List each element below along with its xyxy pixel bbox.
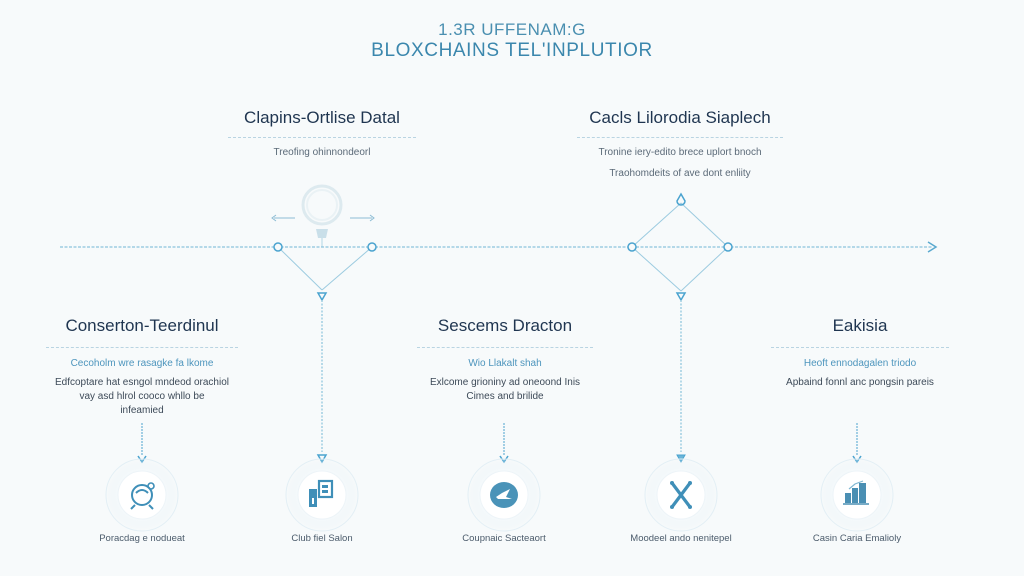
bulb-rays [271,214,375,222]
stage-description: Apbaind fonnl anc pongsin pareis [786,377,934,388]
node-label: Moodeel ando nenitepel [630,533,732,544]
stage-description: Treofing ohinnondeorl [273,147,371,158]
up-marker-icon [676,192,686,206]
lower-stage: Sescems Dracton Wio Llakalt shah Exlcome… [400,316,610,404]
down-marker-icon [675,292,687,302]
node-label: Casin Caria Emalioly [812,533,902,544]
stage-title: Clapins-Ortlise Datal [244,108,400,127]
stage-description: Edfcoptare hat esngol mndeod orachiol [54,377,229,388]
node-dot-icon [367,242,377,252]
lightbulb-icon [301,184,343,247]
stage-title: Conserton-Teerdinul [65,316,219,335]
stage-divider [228,137,416,138]
down-marker-icon [316,454,328,464]
node-label: Poracdag e nodueat [99,533,185,544]
node-dot-icon [723,242,733,252]
node-dot-icon [273,242,283,252]
lower-stage: Eakisia Heoft ennodagalen triodo Apbaind… [755,316,965,390]
upper-stage: Clapins-Ortlise Datal Treofing ohinnonde… [222,108,422,163]
node-halo-inner [117,470,167,520]
diagram-title: BLOXCHAINS TEL'INPLUTIOR [371,40,653,61]
down-marker-icon [316,292,328,302]
stage-divider [46,347,238,348]
stage-divider [577,137,783,138]
stage-highlight: Wio Llakalt shah [468,358,542,369]
timeline-arrow-icon [927,241,938,253]
node-halos [105,458,894,532]
stage-title: Eakisia [832,316,888,335]
stage-description: Cimes and brilide [466,391,544,402]
lower-stage: Conserton-Teerdinul Cecoholm wre rasagke… [30,316,254,418]
bar-chart-icon [843,480,869,505]
bird-badge-icon [490,482,518,508]
document-blocks-icon [309,479,334,507]
main-timeline [60,241,938,253]
upper-stage: Cacls Lilorodia Siaplech Tronine iery-ed… [570,108,790,184]
node-halo-inner [297,470,347,520]
stage-title: Sescems Dracton [437,316,573,335]
stage-description: infeamied [120,405,164,416]
node-label: Club fiel Salon [291,533,353,544]
stage-divider [417,347,593,348]
stage-highlight: Cecoholm wre rasagke fa lkome [70,358,214,369]
drop-arrows [137,423,862,464]
stage-highlight: Heoft ennodagalen triodo [803,358,917,369]
stage-description: vay asd hlrol cooco whllo be [79,391,205,402]
stage-title: Cacls Lilorodia Siaplech [589,108,771,127]
node-label: Coupnaic Sacteaort [462,533,546,544]
stage-divider [771,347,949,348]
stage-description: Traohomdeits of ave dont enliity [609,168,751,179]
stage-description: Exlcome grioniny ad oneoond Inis [429,377,581,388]
diamond-connector-right [627,192,733,464]
header-subtitle: 1.3R UFFENAM:G [438,20,586,39]
crossed-chain-icon [670,481,692,509]
triangle-connector-left [273,242,377,464]
stage-description: Tronine iery-edito brece uplort bnoch [598,147,762,158]
node-dot-icon [627,242,637,252]
robot-head-icon [130,482,155,510]
